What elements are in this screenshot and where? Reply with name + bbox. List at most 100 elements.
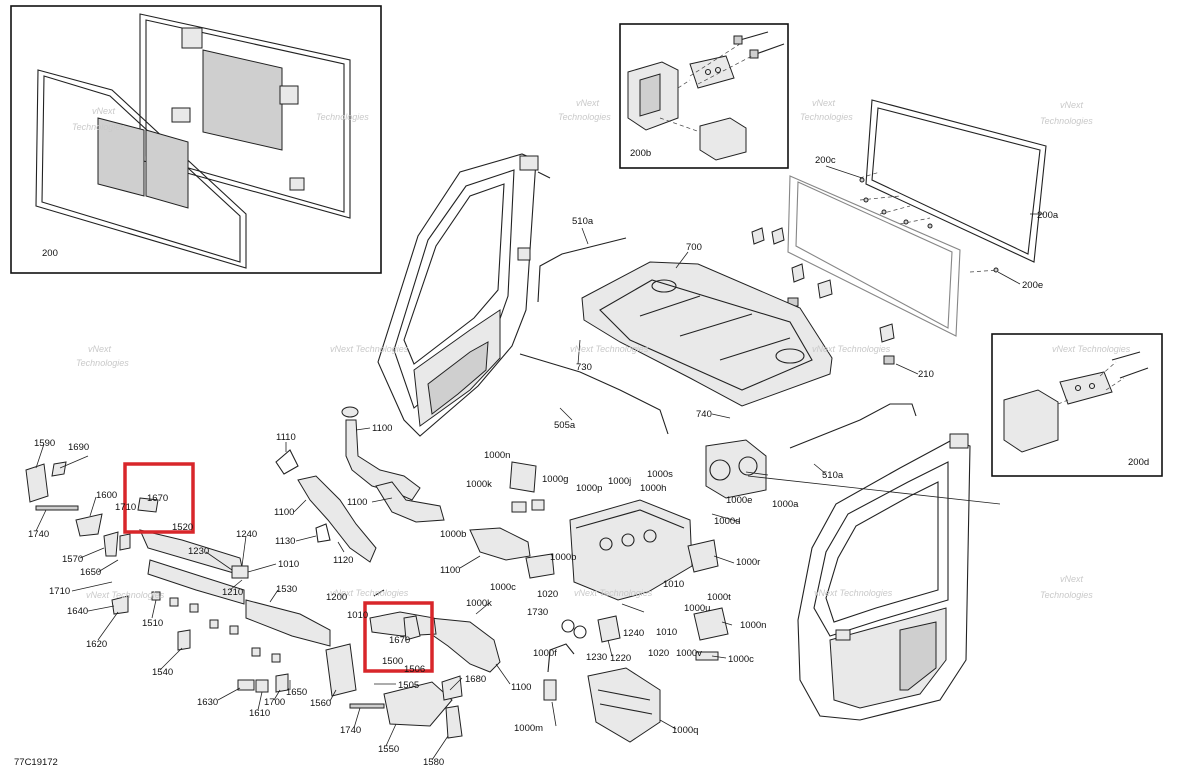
hvac-1000 bbox=[509, 439, 767, 743]
callout-1240: 1240 bbox=[623, 628, 644, 639]
latch-top-left bbox=[181, 27, 203, 49]
door-hinge-right bbox=[949, 433, 969, 449]
callout-1130: 1130 bbox=[275, 536, 295, 547]
panel-1560 bbox=[325, 643, 357, 697]
clip-1670 bbox=[137, 497, 159, 513]
screw-head-2 bbox=[749, 49, 759, 59]
clip-1130 bbox=[315, 523, 331, 543]
watermark: vNext Technologies bbox=[1052, 344, 1131, 354]
fitting-1000k bbox=[511, 501, 527, 513]
clip-1710 bbox=[119, 533, 131, 551]
callout-1000g: 1000g bbox=[542, 474, 568, 485]
callout-1000n: 1000n bbox=[484, 450, 510, 461]
duct-1100-bottom bbox=[427, 617, 501, 673]
latch-plate bbox=[689, 55, 735, 89]
callout-505a: 505a bbox=[554, 420, 576, 431]
latch-200-4 bbox=[879, 323, 895, 343]
callout-1540: 1540 bbox=[152, 667, 173, 678]
valve-1220 bbox=[597, 615, 621, 643]
callout-1010: 1010 bbox=[663, 579, 684, 590]
callout-1670: 1670 bbox=[389, 635, 410, 646]
callout-1000b: 1000b bbox=[440, 529, 466, 540]
screw-head-1 bbox=[733, 35, 743, 45]
callout-1570: 1570 bbox=[62, 554, 83, 565]
screw-2 bbox=[755, 43, 785, 55]
bracket-1600 bbox=[75, 513, 103, 537]
callout-510a: 510a bbox=[822, 470, 844, 481]
window-pane-left bbox=[97, 117, 145, 197]
latch-block-face bbox=[639, 73, 661, 117]
fitting-1000g bbox=[531, 499, 545, 511]
callout-1680: 1680 bbox=[465, 674, 486, 685]
highlight-box-1670-center bbox=[363, 601, 434, 673]
latch-front bbox=[171, 107, 191, 123]
clip-1690 bbox=[51, 461, 67, 477]
bracket-1580 bbox=[445, 705, 463, 739]
ducts-1100 bbox=[275, 406, 531, 673]
callout-1650: 1650 bbox=[80, 567, 101, 578]
callout-1100: 1100 bbox=[372, 423, 392, 434]
rear-window bbox=[751, 99, 1047, 365]
callout-200a: 200a bbox=[1037, 210, 1059, 221]
panel-700-hole-2 bbox=[775, 348, 805, 364]
callout-1240: 1240 bbox=[236, 529, 257, 540]
duct-1100-mid bbox=[375, 481, 445, 523]
duct-1100-top bbox=[345, 419, 421, 501]
watermarks: vNext Technologies vNext Technologies vN… bbox=[76, 98, 1131, 600]
callout-1000h: 1000h bbox=[640, 483, 666, 494]
callout-1000s: 1000s bbox=[647, 469, 673, 480]
callout-1000r: 1000r bbox=[736, 557, 760, 568]
bracket-1540 bbox=[177, 629, 191, 651]
watermark: vNext bbox=[576, 98, 600, 108]
callout-200c: 200c bbox=[815, 155, 836, 166]
latch-receiver bbox=[699, 117, 747, 161]
callout-1000t: 1000t bbox=[707, 592, 731, 603]
panel-1530 bbox=[245, 599, 331, 647]
watermark: Technologies bbox=[558, 112, 611, 122]
strip-1740-b bbox=[349, 703, 385, 709]
clip-1000c bbox=[695, 651, 719, 661]
window-pane-right bbox=[145, 129, 189, 209]
duct-cap bbox=[341, 406, 359, 418]
callout-1580: 1580 bbox=[423, 757, 444, 768]
window-seal-front bbox=[35, 69, 247, 269]
cover-1590 bbox=[25, 463, 49, 503]
plate-hole bbox=[714, 66, 722, 74]
watermark: Technologies bbox=[800, 112, 853, 122]
callout-1230: 1230 bbox=[586, 652, 607, 663]
callout-1000b: 1000b bbox=[550, 552, 576, 563]
callout-1700: 1700 bbox=[264, 697, 285, 708]
blower-wheel bbox=[709, 459, 731, 481]
callout-1230: 1230 bbox=[188, 546, 209, 557]
callout-1670: 1670 bbox=[147, 493, 168, 504]
door-window-opening-right bbox=[825, 481, 939, 623]
highlight-box-1670-left bbox=[123, 462, 195, 534]
callout-1010: 1010 bbox=[656, 627, 677, 638]
callout-1020: 1020 bbox=[648, 648, 669, 659]
clip-1630 bbox=[237, 679, 255, 691]
callout-1000n: 1000n bbox=[740, 620, 766, 631]
callout-1740: 1740 bbox=[28, 529, 49, 540]
panel-700-ribs bbox=[639, 295, 791, 361]
callout-1000c: 1000c bbox=[728, 654, 754, 665]
callout-1590: 1590 bbox=[34, 438, 55, 449]
callout-1100: 1100 bbox=[274, 507, 294, 518]
grommet-1000f bbox=[561, 619, 575, 633]
callout-1000d: 1000d bbox=[714, 516, 740, 527]
seal-505a bbox=[519, 353, 669, 435]
callout-1510: 1510 bbox=[142, 618, 163, 629]
callout-1100: 1100 bbox=[511, 682, 531, 693]
inset-200d: 200d bbox=[991, 333, 1163, 477]
watermark: Technologies bbox=[72, 122, 125, 132]
window-frame-back bbox=[139, 13, 351, 219]
callout-1690: 1690 bbox=[68, 442, 89, 453]
watermark: vNext Technologies bbox=[570, 344, 649, 354]
callout-1200: 1200 bbox=[326, 592, 347, 603]
filter-1000n-b bbox=[693, 607, 729, 641]
window-frame-200c-inner bbox=[795, 181, 953, 329]
callout-1000m: 1000m bbox=[514, 723, 543, 734]
callout-1100: 1100 bbox=[440, 565, 460, 576]
callout-1000c: 1000c bbox=[490, 582, 516, 593]
seal-510a-right bbox=[789, 403, 917, 449]
